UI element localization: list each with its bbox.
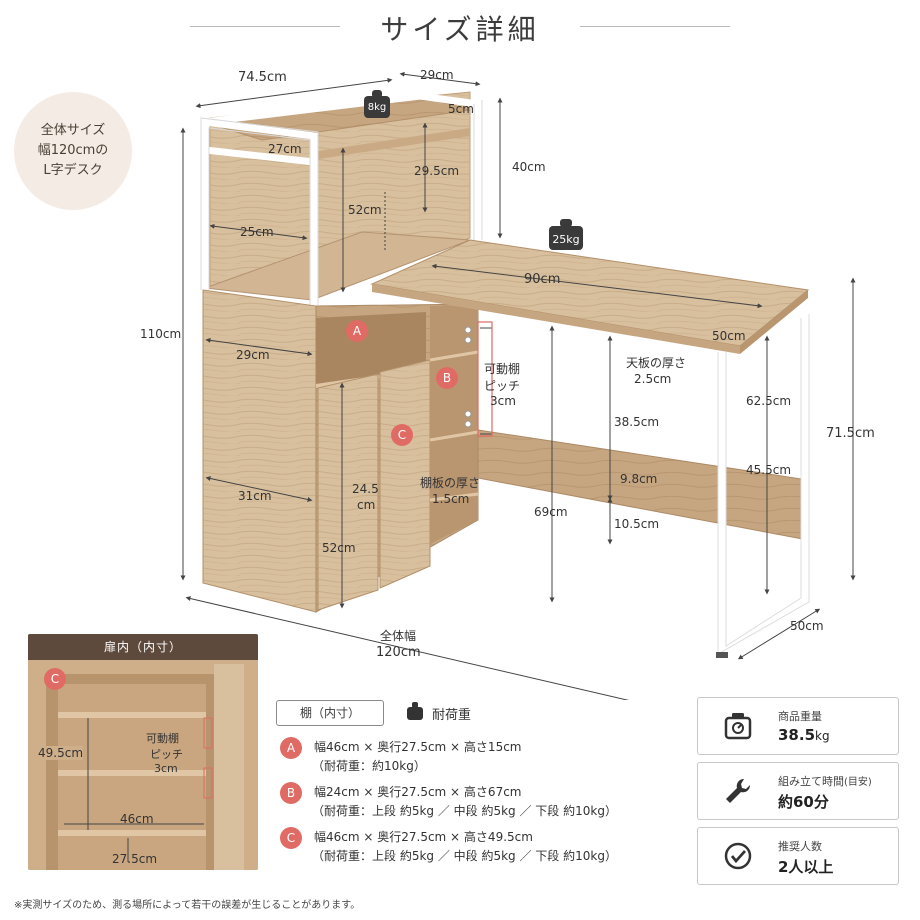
info-box-assembly: 組み立て時間(目安) 約60分 [697, 762, 899, 820]
dim-top-width: 74.5cm [238, 70, 287, 85]
dim-door-width-unit: cm [357, 498, 376, 512]
spec-marker-b: B [280, 782, 302, 804]
dim-top-thickness: 2.5cm [634, 372, 672, 386]
spec-marker-a: A [280, 737, 302, 759]
inset-header: 扉内（内寸） [28, 634, 258, 660]
info-box-people: 推奨人数 2人以上 [697, 827, 899, 885]
dim-adjustable-pitch: 3cm [490, 394, 516, 408]
marker-b: B [436, 367, 458, 389]
page-title: サイズ詳細 [380, 13, 540, 46]
cabinet-door-right [379, 359, 431, 589]
dim-leg-upper: 62.5cm [746, 394, 792, 408]
check-circle-icon [724, 842, 752, 870]
dim-adjustable-label-2: ピッチ [484, 379, 521, 393]
info-weight-value: 38.5kg [778, 726, 830, 744]
weight-top-label: 8kg [367, 102, 387, 113]
inset-depth: 27.5cm [112, 852, 158, 866]
inset-pitch: 3cm [154, 762, 178, 775]
marker-c: C [391, 424, 413, 446]
dimension-lines [180, 71, 856, 700]
hutch-frame [201, 92, 482, 305]
desk-illustration [180, 71, 856, 700]
marker-a: A [346, 320, 368, 342]
dim-upper-height: 40cm [512, 160, 546, 174]
inset-height: 49.5cm [38, 746, 84, 760]
title-rule-left [190, 26, 340, 27]
spec-marker-c: C [280, 827, 302, 849]
badge-line-1: 全体サイズ [40, 123, 106, 138]
info-weight-number: 38.5 [778, 726, 816, 744]
wrench-icon [726, 778, 751, 803]
dim-under-desk: 69cm [534, 505, 568, 519]
overall-size-badge: 全体サイズ 幅120cmの L字デスク [14, 92, 132, 210]
info-assembly-label-text: 組み立て時間 [778, 775, 844, 788]
cabinet-front [202, 289, 317, 613]
scale-icon [724, 713, 752, 740]
inset-adjustable-2: ピッチ [150, 748, 183, 761]
dim-cabinet-lower-depth: 31cm [238, 489, 272, 503]
badge-line-3: L字デスク [43, 163, 103, 178]
dim-shelf-inner: 27cm [268, 142, 302, 156]
info-assembly-label: 組み立て時間(目安) [778, 773, 872, 789]
info-weight-label: 商品重量 [778, 710, 822, 723]
load-label: 耐荷重 [432, 708, 472, 723]
dim-top-depth: 29cm [420, 68, 454, 82]
dim-desk-height: 71.5cm [826, 426, 875, 441]
weight-tag-desk [549, 219, 583, 250]
spec-b-size: 幅24cm × 奥行27.5cm × 高さ67cm [314, 785, 522, 799]
dim-cabinet-depth: 29cm [236, 348, 270, 362]
info-box-weight: 商品重量 38.5kg [697, 697, 899, 755]
spec-a-size: 幅46cm × 奥行27.5cm × 高さ15cm [314, 740, 522, 754]
door-interior-inset: 扉内（内寸） C 49.5cm 可動棚 ピッチ 3cm 46cm 27.5cm [28, 634, 258, 870]
title-rule-right [580, 26, 730, 27]
dim-overall-width: 120cm [376, 645, 421, 660]
spec-header: 棚（内寸） [276, 700, 384, 726]
dim-shelf-thickness-label: 棚板の厚さ [420, 476, 481, 490]
weight-desk-label: 25kg [552, 233, 580, 246]
info-weight-unit: kg [815, 729, 830, 743]
info-people-label: 推奨人数 [778, 840, 822, 853]
badge-line-2: 幅120cmの [37, 143, 109, 158]
inset-width: 46cm [120, 812, 154, 826]
dim-desk-depth: 50cm [712, 329, 746, 343]
dim-under-desk-upper: 38.5cm [614, 415, 660, 429]
footnote: ※実測サイズのため、測る場所によって若干の誤差が生じることがあります。 [14, 900, 361, 911]
dim-upper-inner: 25cm [240, 225, 274, 239]
dim-beam: 9.8cm [620, 472, 658, 486]
dim-overall-width-label: 全体幅 [380, 629, 417, 643]
inset-marker-c: C [44, 668, 66, 690]
spec-c-size: 幅46cm × 奥行27.5cm × 高さ49.5cm [314, 830, 533, 844]
dim-upper-section: 52cm [348, 203, 382, 217]
info-assembly-sub: (目安) [844, 777, 872, 788]
dim-door-width: 24.5 [352, 482, 379, 496]
dim-shelf-thickness: 1.5cm [432, 492, 470, 506]
dim-cabinet-height: 52cm [322, 541, 356, 555]
info-assembly-value: 約60分 [778, 793, 829, 811]
spec-c-load: （耐荷重：上段 約5kg ／ 中段 約5kg ／ 下段 約10kg） [312, 849, 617, 863]
cabinet-column [430, 306, 478, 544]
hutch-mid-shelf [312, 128, 470, 160]
load-weight-icon [407, 702, 423, 720]
dim-adjustable-label-1: 可動棚 [484, 362, 521, 376]
dim-total-height: 110cm [140, 327, 182, 341]
spec-b-load: （耐荷重：上段 約5kg ／ 中段 約5kg ／ 下段 約10kg） [312, 804, 617, 818]
spec-a-load: （耐荷重：約10kg） [312, 759, 426, 773]
cabinet-door-left [317, 373, 379, 611]
dim-leg-lower: 45.5cm [746, 463, 792, 477]
inset-adjustable-1: 可動棚 [146, 732, 179, 745]
dim-frame-offset: 5cm [448, 102, 474, 116]
info-people-value: 2人以上 [778, 858, 834, 876]
inset-illustration [28, 660, 258, 870]
dim-leg-depth: 50cm [790, 619, 824, 633]
cabinet-shelf-a [316, 312, 426, 384]
dim-upper-gap: 29.5cm [414, 164, 460, 178]
dim-desk-width: 90cm [524, 272, 561, 287]
dim-top-thickness-label: 天板の厚さ [626, 356, 687, 370]
dim-floor-gap: 10.5cm [614, 517, 660, 531]
